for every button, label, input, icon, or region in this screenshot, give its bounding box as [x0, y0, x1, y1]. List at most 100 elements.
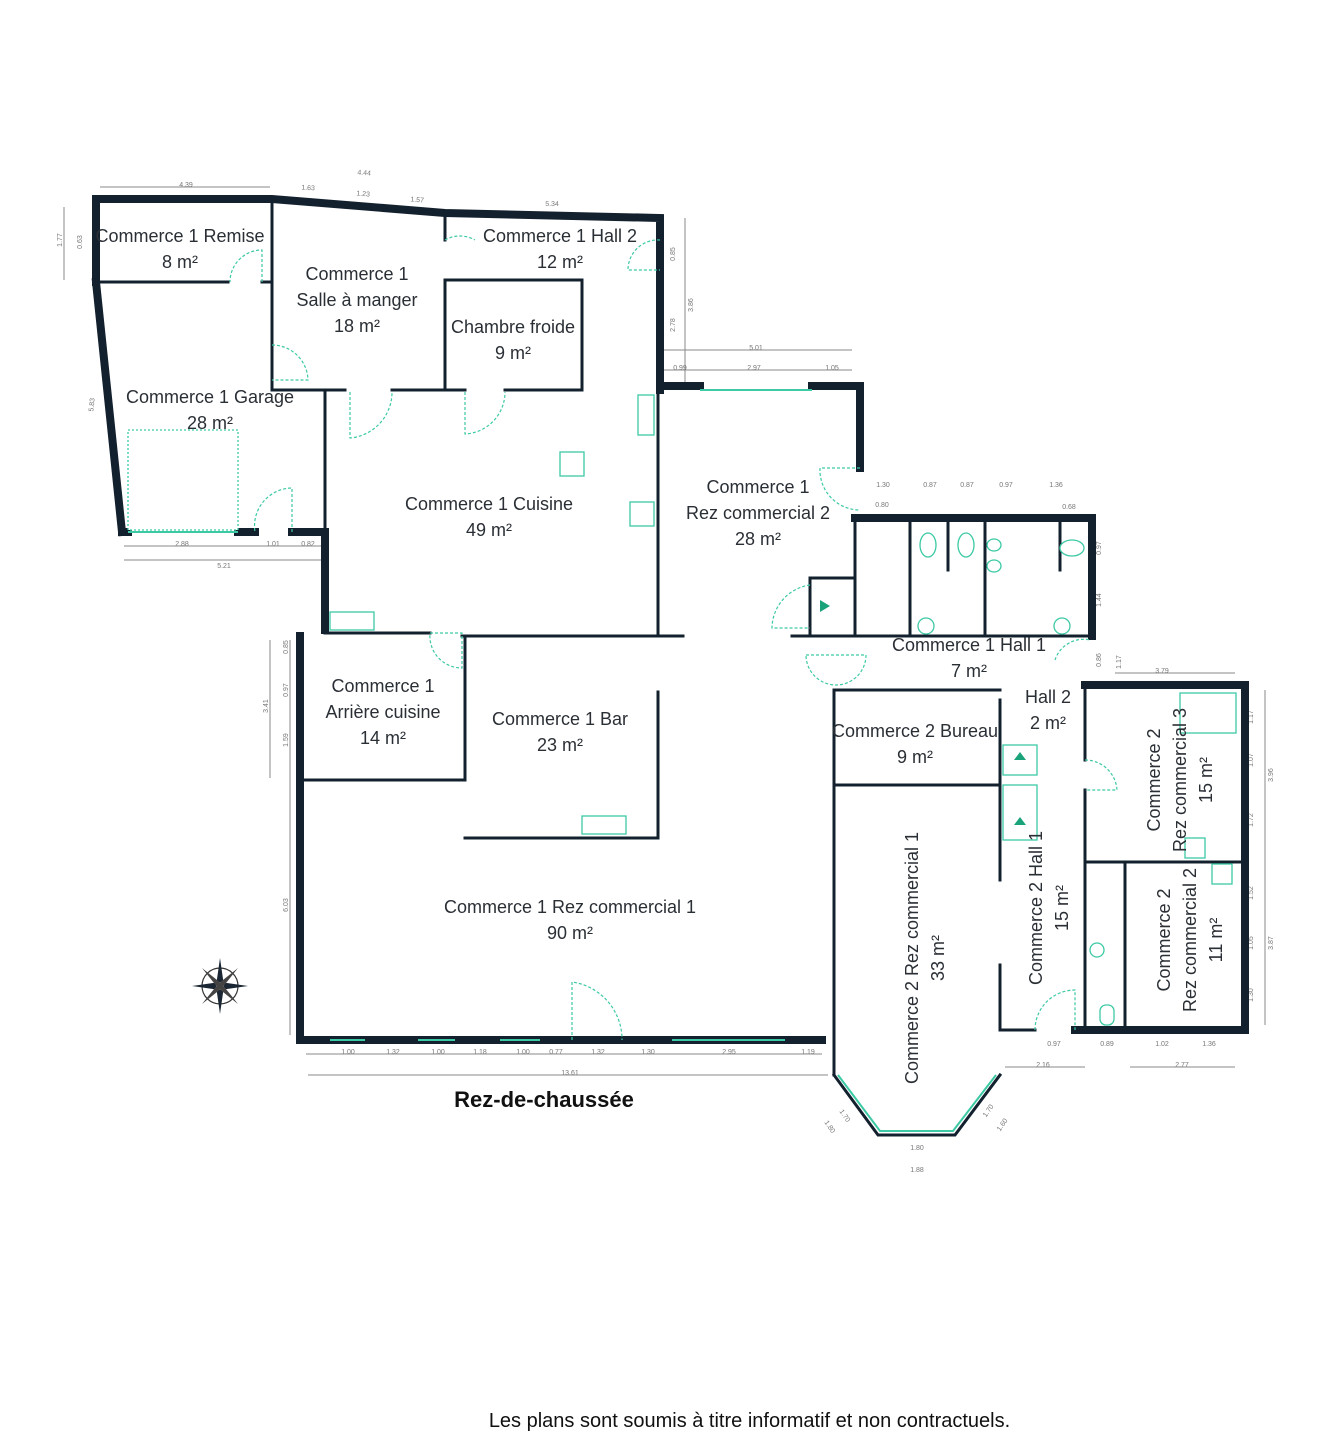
room-area: 49 m²	[466, 520, 512, 540]
dimension-label: 1.19	[801, 1049, 815, 1056]
room-label: Chambre froide 9 m²	[451, 317, 575, 363]
dimension-label: 1.88	[910, 1167, 924, 1174]
room-area: 11 m²	[1206, 918, 1226, 963]
room-area: 9 m²	[897, 747, 933, 767]
dimension-label: 0.97	[999, 482, 1013, 489]
room-label: Commerce 1 Cuisine 49 m²	[405, 494, 573, 540]
room-name: Hall 2	[1025, 687, 1071, 707]
dimension-label: 1.17	[1248, 710, 1255, 724]
dimension-label: 3.87	[1268, 936, 1275, 950]
dimension-label: 3.86	[688, 298, 695, 312]
room-area: 23 m²	[537, 735, 583, 755]
dimension-label: 1.23	[356, 190, 370, 198]
floor-title: Rez-de-chaussée	[454, 1087, 634, 1112]
dimension-label: 1.32	[591, 1049, 605, 1056]
room-name: Commerce 2 Rez commercial 1	[902, 832, 922, 1084]
dimension-label: 1.17	[1116, 655, 1123, 669]
dimension-label: 1.30	[1248, 988, 1255, 1002]
dimension-label: 1.57	[410, 196, 424, 204]
room-name: Commerce 1 Hall 1	[892, 635, 1046, 655]
room-name: Commerce 1	[331, 676, 434, 696]
dimension-label: 1.07	[1248, 753, 1255, 767]
dimension-label: 2.95	[722, 1049, 736, 1056]
dimension-label: 5.34	[545, 201, 559, 208]
room-name: Salle à manger	[296, 290, 417, 310]
dimension-label: 1.70	[982, 1103, 996, 1118]
dimension-label: 1.32	[386, 1049, 400, 1056]
dimension-label: 1.77	[57, 233, 64, 247]
room-name: Commerce 1 Hall 2	[483, 226, 637, 246]
dimension-label: 6.03	[283, 898, 290, 912]
dimension-label: 1.36	[1202, 1041, 1216, 1048]
room-name: Commerce 1 Remise	[95, 226, 264, 246]
dimension-label: 1.00	[516, 1049, 530, 1056]
dimension-label: 2.78	[670, 318, 677, 332]
room-area: 18 m²	[334, 316, 380, 336]
room-labels: Commerce 1 Remise 8 m² Commerce 1 Salle à m…	[95, 226, 1226, 1084]
room-label: Commerce 1 Salle à manger 18 m²	[296, 264, 417, 336]
room-label: Commerce 1 Rez commercial 1 90 m²	[444, 897, 696, 943]
room-label: Commerce 2 Rez commercial 1 33 m²	[902, 832, 948, 1084]
room-area: 90 m²	[547, 923, 593, 943]
dimension-label: 0.89	[1100, 1041, 1114, 1048]
room-area: 9 m²	[495, 343, 531, 363]
room-area: 33 m²	[928, 935, 948, 981]
dimension-label: 5.21	[217, 563, 231, 570]
dimension-label: 4.44	[357, 170, 371, 178]
room-name: Rez commercial 2	[1180, 868, 1200, 1012]
dimension-label: 0.99	[673, 365, 687, 372]
dimension-label: 5.83	[88, 398, 96, 412]
dimension-label: 4.39	[179, 182, 193, 189]
dimension-label: 1.00	[431, 1049, 445, 1056]
dimension-label: 1.05	[825, 365, 839, 372]
dimension-label: 1.05	[1248, 936, 1255, 950]
dimension-label: 1.30	[876, 482, 890, 489]
compass-icon	[192, 958, 248, 1014]
room-area: 8 m²	[162, 252, 198, 272]
room-label: Commerce 1 Hall 2 12 m²	[483, 226, 637, 272]
room-name: Arrière cuisine	[325, 702, 440, 722]
dimension-label: 3.79	[1155, 668, 1169, 675]
dimension-label: 3.41	[263, 699, 270, 713]
room-name: Commerce 1	[305, 264, 408, 284]
dimension-label: 1.60	[996, 1117, 1010, 1132]
room-area: 12 m²	[537, 252, 583, 272]
room-name: Commerce 1	[706, 477, 809, 497]
dimension-label: 0.87	[960, 482, 974, 489]
room-area: 7 m²	[951, 661, 987, 681]
room-name: Chambre froide	[451, 317, 575, 337]
dimension-label: 1.02	[1155, 1041, 1169, 1048]
dimension-label: 1.30	[641, 1049, 655, 1056]
dimension-label: 0.80	[875, 502, 889, 509]
room-area: 28 m²	[735, 529, 781, 549]
dimension-label: 0.97	[1096, 541, 1103, 555]
dimension-label: 1.70	[837, 1109, 851, 1124]
dimension-label: 1.80	[822, 1120, 836, 1135]
room-name: Commerce 1 Rez commercial 1	[444, 897, 696, 917]
dimension-label: 1.44	[1096, 593, 1103, 607]
room-name: Commerce 2	[1144, 728, 1164, 831]
disclaimer: Les plans sont soumis à titre informatif…	[488, 1410, 1011, 1432]
dimension-label: 0.63	[77, 235, 84, 249]
room-area: 15 m²	[1196, 757, 1216, 803]
dimension-label: 1.80	[910, 1145, 924, 1152]
dimension-label: 13.61	[561, 1070, 579, 1077]
dimension-label: 2.97	[747, 365, 761, 372]
dimension-label: 1.52	[1248, 886, 1255, 900]
room-name: Commerce 1 Bar	[492, 709, 628, 729]
dimension-label: 0.77	[549, 1049, 563, 1056]
dimension-label: 1.72	[1248, 813, 1255, 827]
dimension-label: 2.77	[1175, 1062, 1189, 1069]
dimension-label: 0.97	[1047, 1041, 1061, 1048]
dimension-label: 1.36	[1049, 482, 1063, 489]
room-name: Commerce 1 Garage	[126, 387, 294, 407]
room-name: Commerce 1 Cuisine	[405, 494, 573, 514]
dimension-label: 0.97	[283, 683, 290, 697]
